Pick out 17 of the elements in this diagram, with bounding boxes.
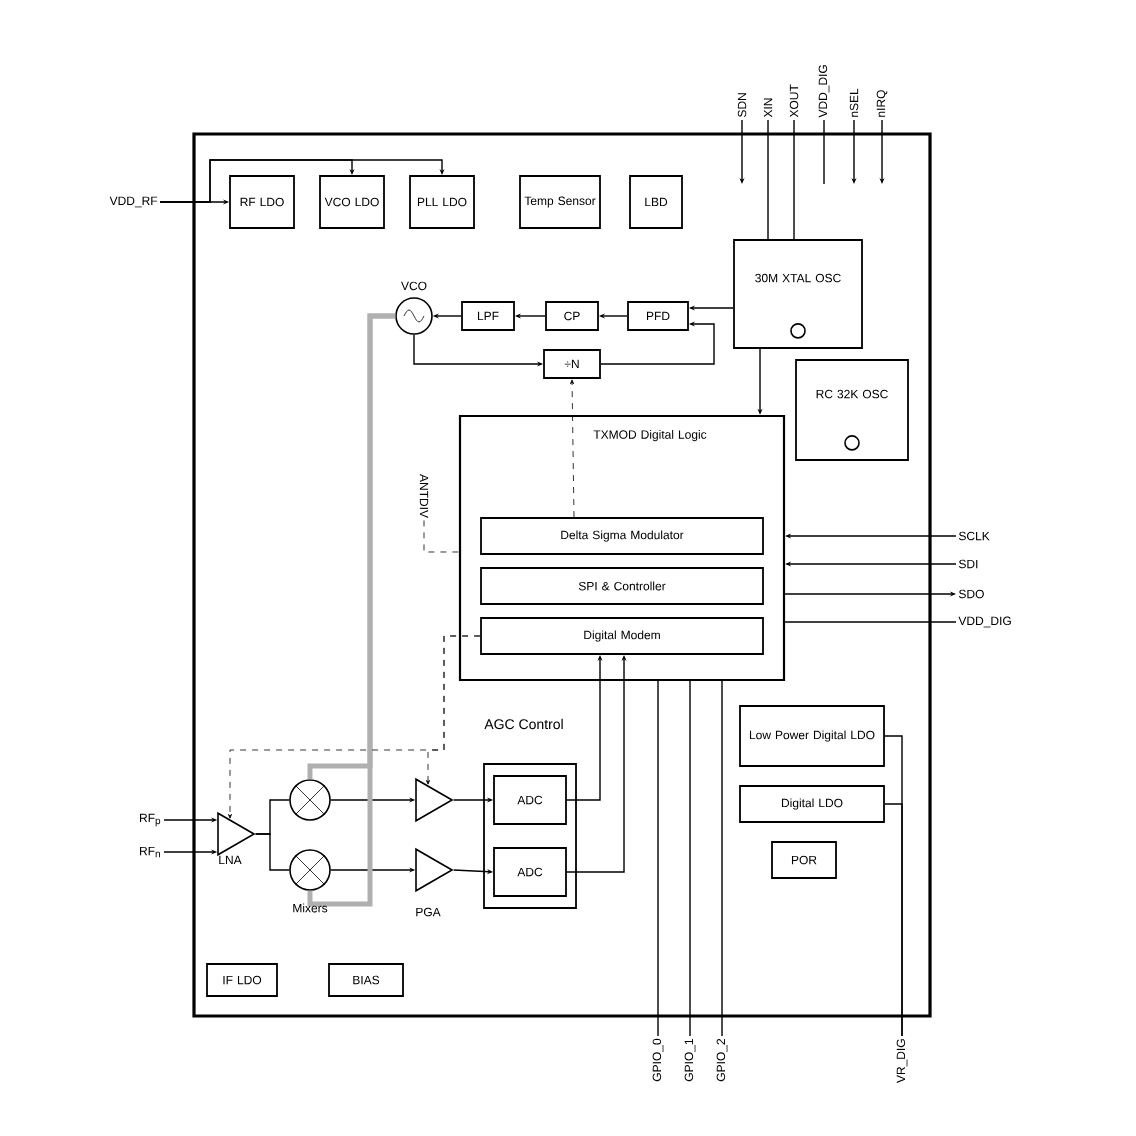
connector-line — [767, 119, 769, 240]
connector-line — [254, 833, 290, 871]
connector-line — [307, 313, 396, 907]
mixer-symbol — [289, 779, 331, 821]
connector-line — [570, 379, 575, 518]
mixer-symbol — [289, 849, 331, 891]
connector-line — [793, 119, 795, 240]
connector-line — [823, 119, 825, 185]
connector-line — [784, 621, 957, 623]
connector-line — [423, 520, 460, 553]
connector-line — [657, 680, 659, 1037]
converter-block — [483, 763, 577, 909]
connector-line — [721, 680, 723, 1037]
connector-line — [884, 803, 903, 1037]
connector-line — [159, 159, 445, 203]
connector-line — [228, 635, 481, 819]
connector-line — [689, 680, 691, 1037]
